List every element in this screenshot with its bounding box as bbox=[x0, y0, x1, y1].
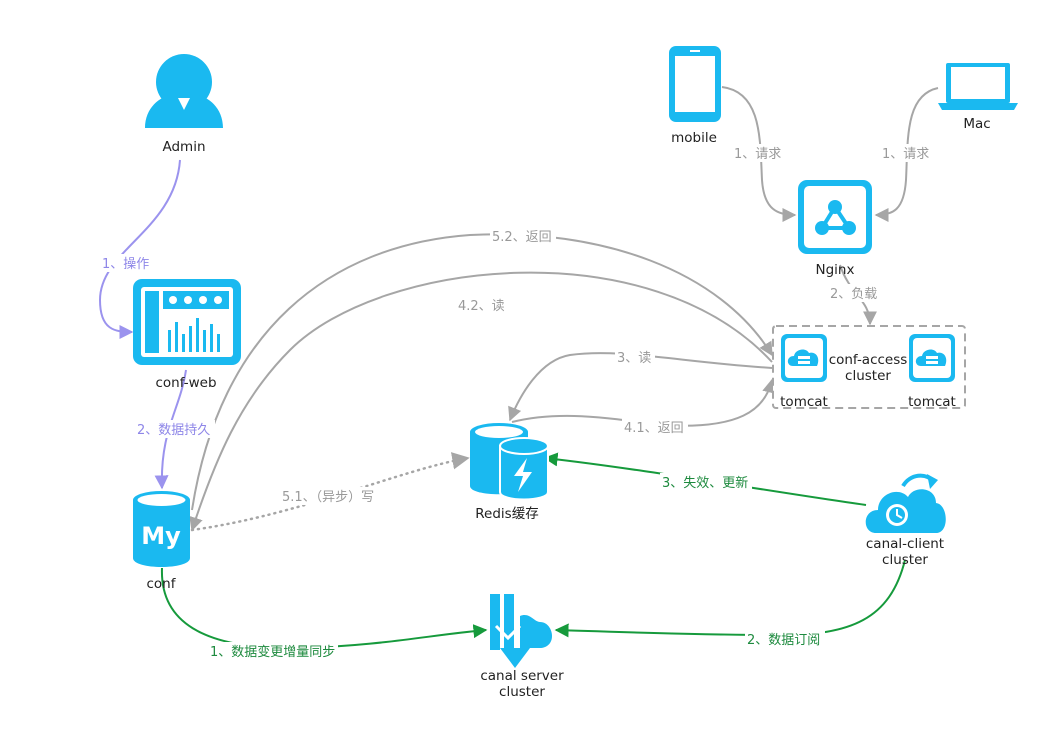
access-cluster-node: conf-access cluster tomcat tomcat bbox=[772, 325, 966, 410]
conf-node: My conf bbox=[133, 491, 190, 592]
mobile-icon bbox=[669, 46, 721, 122]
mobile-node: mobile bbox=[669, 46, 721, 146]
mac-node: Mac bbox=[938, 63, 1018, 132]
canal-server-label-2: cluster bbox=[499, 684, 545, 700]
label-invalidate: 3、失效、更新 bbox=[662, 475, 748, 491]
label-mac-request: 1、请求 bbox=[882, 147, 929, 162]
tomcat-2: tomcat bbox=[908, 334, 956, 410]
tomcat-1-label: tomcat bbox=[780, 394, 828, 410]
mysql-icon: My bbox=[133, 491, 190, 567]
redis-label: Redis缓存 bbox=[475, 506, 538, 522]
canal-client-label-2: cluster bbox=[882, 552, 928, 568]
access-cluster-label-2: cluster bbox=[845, 368, 891, 384]
tomcat-2-label: tomcat bbox=[908, 394, 956, 410]
canal-server-label-1: canal server bbox=[480, 668, 564, 684]
tomcat-server-icon bbox=[781, 334, 827, 382]
conf-web-node: conf-web bbox=[133, 279, 241, 391]
label-incremental-sync: 1、数据变更增量同步 bbox=[210, 644, 335, 660]
edge-return-52 bbox=[191, 233, 773, 511]
svg-text:My: My bbox=[141, 522, 181, 550]
canal-server-icon bbox=[490, 594, 552, 668]
label-admin-operate: 1、操作 bbox=[102, 256, 149, 272]
label-return-52: 5.2、返回 bbox=[492, 230, 552, 245]
conf-label: conf bbox=[147, 576, 177, 592]
label-web-persist: 2、数据持久 bbox=[137, 423, 210, 438]
canal-client-node: canal-client cluster bbox=[865, 473, 946, 568]
label-read-3: 3、读 bbox=[617, 351, 651, 366]
label-mobile-request: 1、请求 bbox=[734, 147, 781, 162]
tomcat-server-icon bbox=[909, 334, 955, 382]
laptop-icon bbox=[938, 63, 1018, 110]
label-return-41: 4.1、返回 bbox=[624, 421, 684, 436]
access-cluster-label-1: conf-access bbox=[829, 352, 908, 368]
edge-subscribe bbox=[554, 559, 906, 638]
nginx-label: Nginx bbox=[816, 262, 855, 278]
edge-read-42 bbox=[189, 271, 773, 532]
nginx-node: Nginx bbox=[798, 180, 872, 278]
redis-cache-icon bbox=[470, 423, 549, 501]
dashboard-icon bbox=[133, 279, 241, 365]
user-icon bbox=[145, 54, 223, 128]
cloud-clock-icon bbox=[865, 473, 946, 533]
nginx-icon bbox=[798, 180, 872, 254]
edge-mac-request bbox=[874, 87, 939, 222]
label-async-write: 5.1、（异步）写 bbox=[282, 490, 374, 505]
label-subscribe: 2、数据订阅 bbox=[747, 633, 820, 648]
conf-web-label: conf-web bbox=[155, 375, 216, 391]
mobile-label: mobile bbox=[671, 130, 717, 146]
redis-node: Redis缓存 bbox=[470, 423, 549, 522]
mac-label: Mac bbox=[963, 116, 990, 132]
edge-read-3 bbox=[508, 352, 773, 422]
tomcat-1: tomcat bbox=[780, 334, 828, 410]
admin-node: Admin bbox=[145, 54, 223, 155]
edge-mobile-request bbox=[721, 86, 797, 222]
label-read-42: 4.2、读 bbox=[458, 299, 505, 314]
edge-admin-operate bbox=[98, 159, 181, 339]
canal-server-node: canal server cluster bbox=[480, 594, 564, 700]
canal-client-label-1: canal-client bbox=[866, 536, 944, 552]
edge-incremental-sync bbox=[160, 567, 488, 650]
admin-label: Admin bbox=[162, 139, 205, 155]
label-nginx-load: 2、负载 bbox=[830, 287, 877, 302]
